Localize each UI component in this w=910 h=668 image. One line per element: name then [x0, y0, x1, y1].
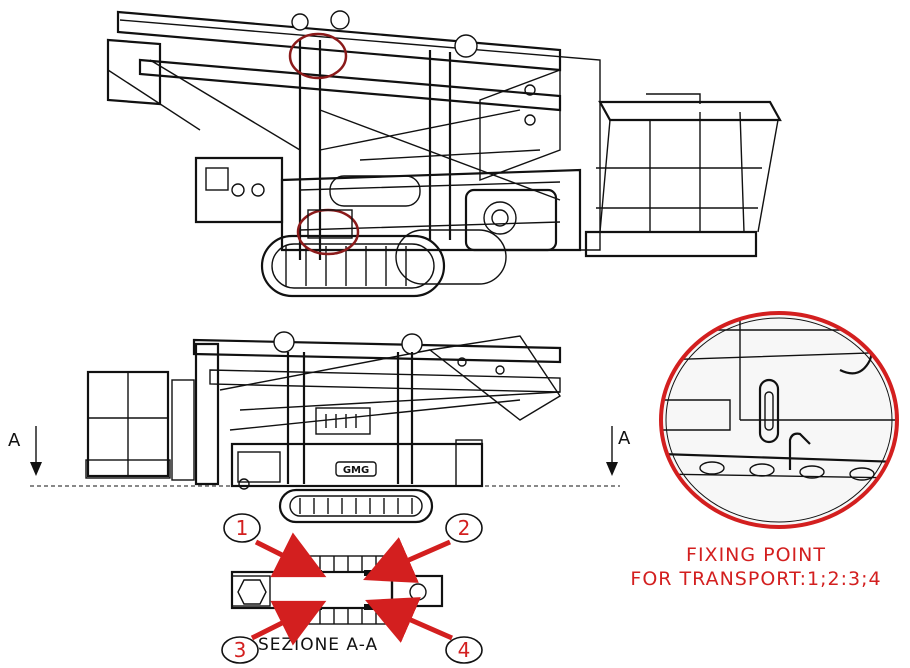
section-marker-right: A: [606, 426, 631, 476]
caption-line2: FOR TRANSPORT:1;2:3;4: [630, 568, 881, 590]
fixing-point-4-arrow: [365, 597, 454, 643]
fixing-point-4-label: 4: [458, 638, 471, 662]
section-label-right: A: [618, 428, 631, 449]
fixing-point-2-label: 2: [458, 516, 471, 540]
fixing-point-4-circle: [445, 636, 483, 664]
isometric-view: [106, 10, 782, 298]
section-view: SEZIONE A-A: [230, 555, 444, 655]
fixing-point-1-circle: [223, 513, 261, 543]
nameplate-text: GMG: [343, 465, 369, 476]
side-body: GMG: [230, 407, 484, 490]
iso-boom: [106, 10, 601, 260]
fixing-point-1-arrow: [254, 532, 327, 578]
nameplate: [335, 461, 377, 477]
fixing-point-1-label: 1: [236, 516, 249, 540]
fixing-point-3-label: 3: [234, 638, 247, 662]
fixing-point-2-circle: [445, 513, 483, 543]
section-marker-left: A: [8, 426, 42, 476]
iso-basket: [584, 93, 782, 258]
section-label-left: A: [8, 430, 21, 451]
fixing-point-2-arrow: [363, 537, 452, 583]
caption: FIXING POINT FOR TRANSPORT:1;2:3;4: [630, 544, 881, 590]
fixing-point-markers: 1 2 3 4: [221, 513, 483, 664]
fixing-point-3-circle: [221, 636, 259, 664]
zoom-circle-inner: [665, 317, 893, 523]
fixing-circle-upper: [288, 32, 348, 80]
side-track: [278, 488, 434, 524]
fixing-circle-lower: [296, 208, 360, 256]
caption-line1: FIXING POINT: [686, 544, 826, 566]
section-title: SEZIONE A-A: [258, 635, 378, 655]
side-boom: [192, 331, 562, 486]
zoom-circle: [659, 311, 899, 529]
side-view: GMG A A: [8, 331, 631, 524]
fixing-point-3-arrow: [250, 600, 327, 646]
side-basket: [85, 370, 195, 481]
zoom-detail: [659, 311, 899, 529]
